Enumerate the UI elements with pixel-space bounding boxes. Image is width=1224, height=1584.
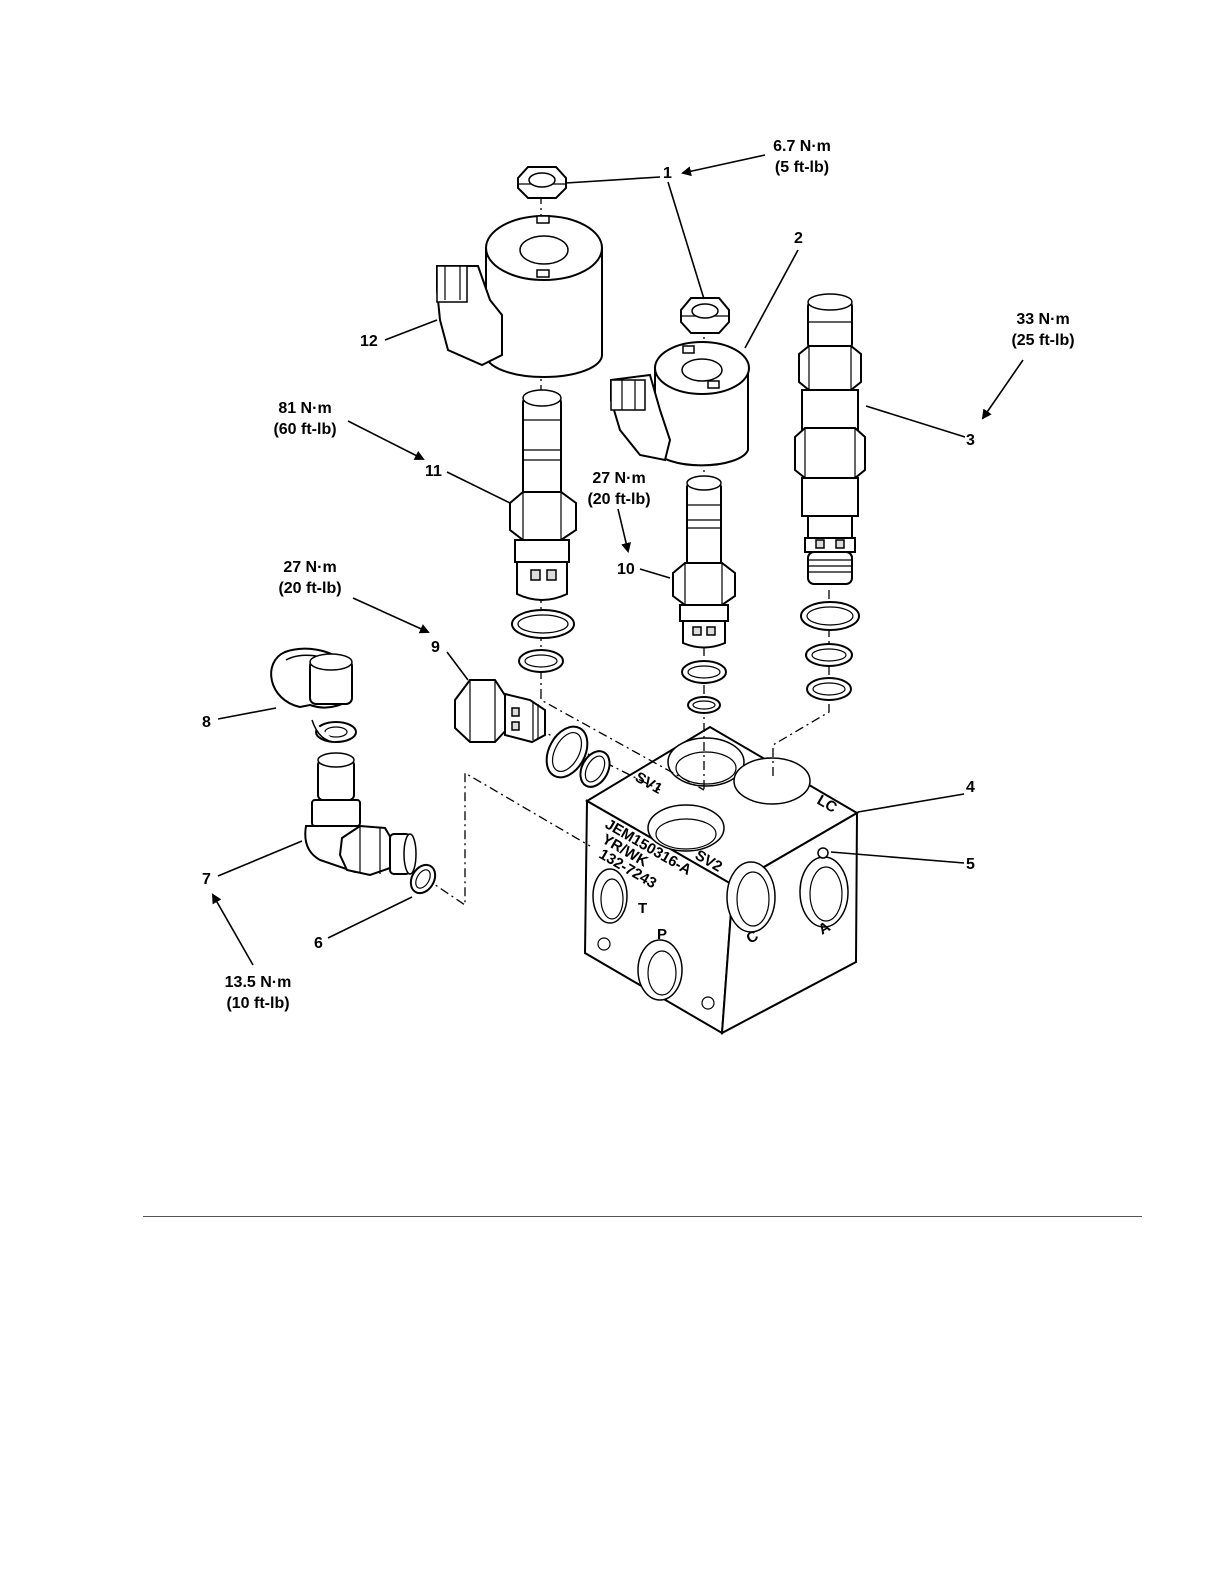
torque-9-nm: 27 N·m bbox=[283, 559, 336, 576]
torque-3-ftlb: (25 ft-lb) bbox=[1011, 332, 1074, 349]
nut-item-1-left bbox=[518, 167, 566, 198]
port-sv1-hole bbox=[668, 738, 744, 786]
callout-4: 4 bbox=[966, 779, 975, 796]
port-lc-hole bbox=[734, 758, 810, 804]
callout-10: 10 bbox=[617, 561, 635, 578]
plug-item-5 bbox=[818, 848, 828, 858]
cartridge-valve-item-10 bbox=[673, 476, 735, 648]
cartridge-valve-item-11 bbox=[510, 390, 576, 600]
torque-11-ftlb: (60 ft-lb) bbox=[273, 421, 336, 438]
port-label-t: T bbox=[638, 900, 647, 917]
callout-9: 9 bbox=[431, 639, 440, 656]
torque-11-nm: 81 N·m bbox=[278, 400, 331, 417]
o-rings-item-11 bbox=[512, 610, 574, 672]
callout-1: 1 bbox=[663, 165, 672, 182]
o-rings-item-3 bbox=[801, 602, 859, 700]
torque-7-ftlb: (10 ft-lb) bbox=[226, 995, 289, 1012]
port-label-p: P bbox=[657, 926, 667, 943]
footer-divider bbox=[143, 1216, 1142, 1217]
callout-5: 5 bbox=[966, 856, 975, 873]
relief-cartridge-item-3 bbox=[795, 294, 865, 584]
callout-2: 2 bbox=[794, 230, 803, 247]
nut-item-1-center bbox=[681, 298, 729, 333]
callout-6: 6 bbox=[314, 935, 323, 952]
elbow-fitting-item-7 bbox=[305, 753, 416, 875]
cartridge-valve-item-9 bbox=[455, 680, 545, 742]
solenoid-coil-item-12 bbox=[437, 216, 602, 377]
callout-3: 3 bbox=[966, 432, 975, 449]
torque-9-ftlb: (20 ft-lb) bbox=[278, 580, 341, 597]
callout-11: 11 bbox=[425, 463, 442, 480]
callout-7: 7 bbox=[202, 871, 211, 888]
callout-12: 12 bbox=[360, 333, 378, 350]
torque-3-nm: 33 N·m bbox=[1016, 311, 1069, 328]
torque-10-nm: 27 N·m bbox=[592, 470, 645, 487]
torque-7-nm: 13.5 N·m bbox=[225, 974, 292, 991]
port-t-hole bbox=[593, 869, 627, 923]
dust-cap-item-8 bbox=[271, 649, 356, 742]
solenoid-coil-item-2 bbox=[611, 342, 749, 465]
torque-1-nm: 6.7 N·m bbox=[773, 138, 831, 155]
torque-10-ftlb: (20 ft-lb) bbox=[587, 491, 650, 508]
torque-1-ftlb: (5 ft-lb) bbox=[775, 159, 829, 176]
o-rings-item-9 bbox=[538, 720, 615, 792]
callout-8: 8 bbox=[202, 714, 211, 731]
